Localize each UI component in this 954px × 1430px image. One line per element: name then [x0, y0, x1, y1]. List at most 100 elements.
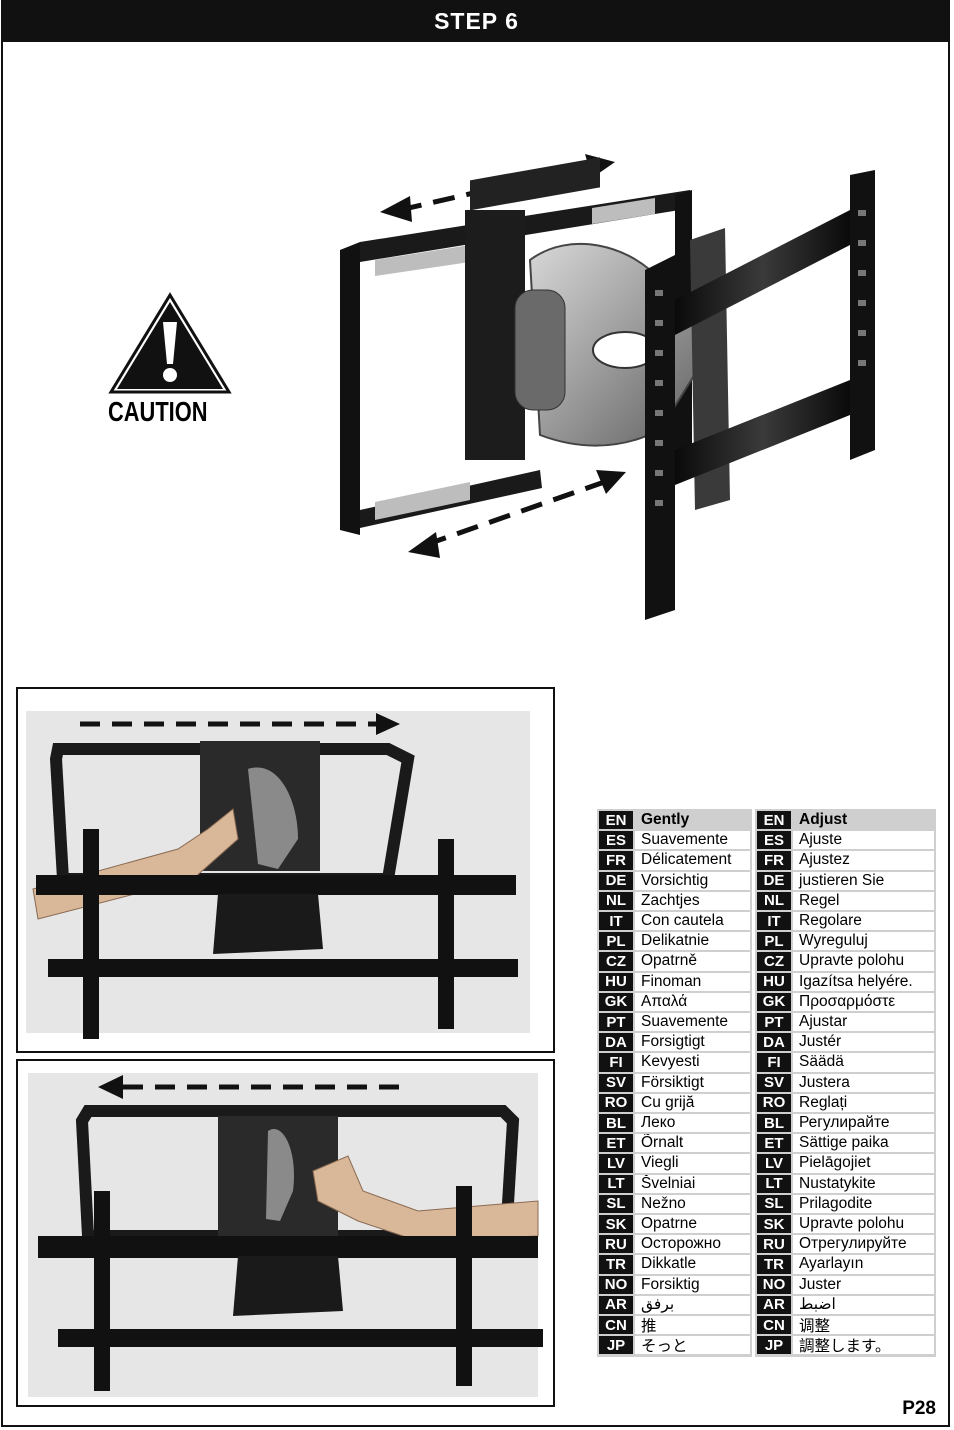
translation-text: Nežno	[635, 1194, 750, 1213]
language-code: AR	[599, 1295, 633, 1314]
translation-text: Viegli	[635, 1154, 750, 1173]
language-code: TR	[757, 1255, 791, 1274]
page-number: P28	[902, 1398, 936, 1419]
wall-mount-illustration	[340, 154, 875, 620]
language-code: FI	[599, 1053, 633, 1072]
language-code: ET	[599, 1134, 633, 1153]
language-code: PT	[599, 1013, 633, 1032]
photo-slide-left-image	[28, 1073, 543, 1397]
language-code: FI	[757, 1053, 791, 1072]
translation-text: Απαλά	[635, 992, 750, 1011]
language-code: EN	[757, 811, 791, 830]
language-code: PL	[757, 932, 791, 951]
translation-text: Con cautela	[635, 912, 750, 931]
language-code: SV	[757, 1073, 791, 1092]
translation-text: برفق	[635, 1295, 750, 1314]
step-title: STEP 6	[434, 7, 519, 34]
translation-text: Ajustar	[793, 1013, 934, 1032]
bottom-slide-arrow-icon	[408, 470, 626, 558]
translation-text: Осторожно	[635, 1235, 750, 1254]
language-code: PL	[599, 932, 633, 951]
language-code: JP	[757, 1336, 791, 1355]
photo-slide-left	[16, 1059, 555, 1407]
translation-text: Opatrně	[635, 952, 750, 971]
language-code: HU	[757, 972, 791, 991]
language-code: CZ	[599, 952, 633, 971]
translation-text: Suavemente	[635, 1013, 750, 1032]
language-code: DE	[757, 871, 791, 890]
language-code: RU	[599, 1235, 633, 1254]
language-code: LV	[757, 1154, 791, 1173]
translation-text: Upravte polohu	[793, 952, 934, 971]
warning-triangle-icon	[108, 292, 232, 394]
translation-text: Juster	[793, 1275, 934, 1294]
translation-text: Ajustez	[793, 851, 934, 870]
language-code: FR	[757, 851, 791, 870]
language-code: DA	[757, 1033, 791, 1052]
language-code: EN	[599, 811, 633, 830]
translation-text: Justér	[793, 1033, 934, 1052]
language-code: PT	[757, 1013, 791, 1032]
language-code: RO	[599, 1093, 633, 1112]
language-code: LT	[599, 1174, 633, 1193]
translation-text: Justera	[793, 1073, 934, 1092]
translation-text: Finoman	[635, 972, 750, 991]
translation-text: Délicatement	[635, 851, 750, 870]
photo-slide-right-image	[26, 711, 530, 1039]
translation-text: Προσαρμόστε	[793, 992, 934, 1011]
translation-text: Wyreguluj	[793, 932, 934, 951]
language-code: SK	[757, 1215, 791, 1234]
translation-text: Regolare	[793, 912, 934, 931]
translation-text: Opatrne	[635, 1215, 750, 1234]
language-code: SL	[757, 1194, 791, 1213]
translation-text: Gently	[635, 811, 750, 830]
language-code: DE	[599, 871, 633, 890]
translation-text: اضبط	[793, 1295, 934, 1314]
translation-text: Nustatykite	[793, 1174, 934, 1193]
language-code: TR	[599, 1255, 633, 1274]
left-arrow-icon	[98, 1075, 408, 1099]
language-code: FR	[599, 851, 633, 870]
language-code: ET	[757, 1134, 791, 1153]
language-code: SV	[599, 1073, 633, 1092]
translation-text: Vorsichtig	[635, 871, 750, 890]
language-code: HU	[599, 972, 633, 991]
caution-sign: CAUTION	[108, 292, 238, 442]
translation-text: Sättige paika	[793, 1134, 934, 1153]
right-arrow-icon	[80, 713, 400, 735]
language-code: IT	[757, 912, 791, 931]
translation-text: Delikatnie	[635, 932, 750, 951]
translation-text: Försiktigt	[635, 1073, 750, 1092]
